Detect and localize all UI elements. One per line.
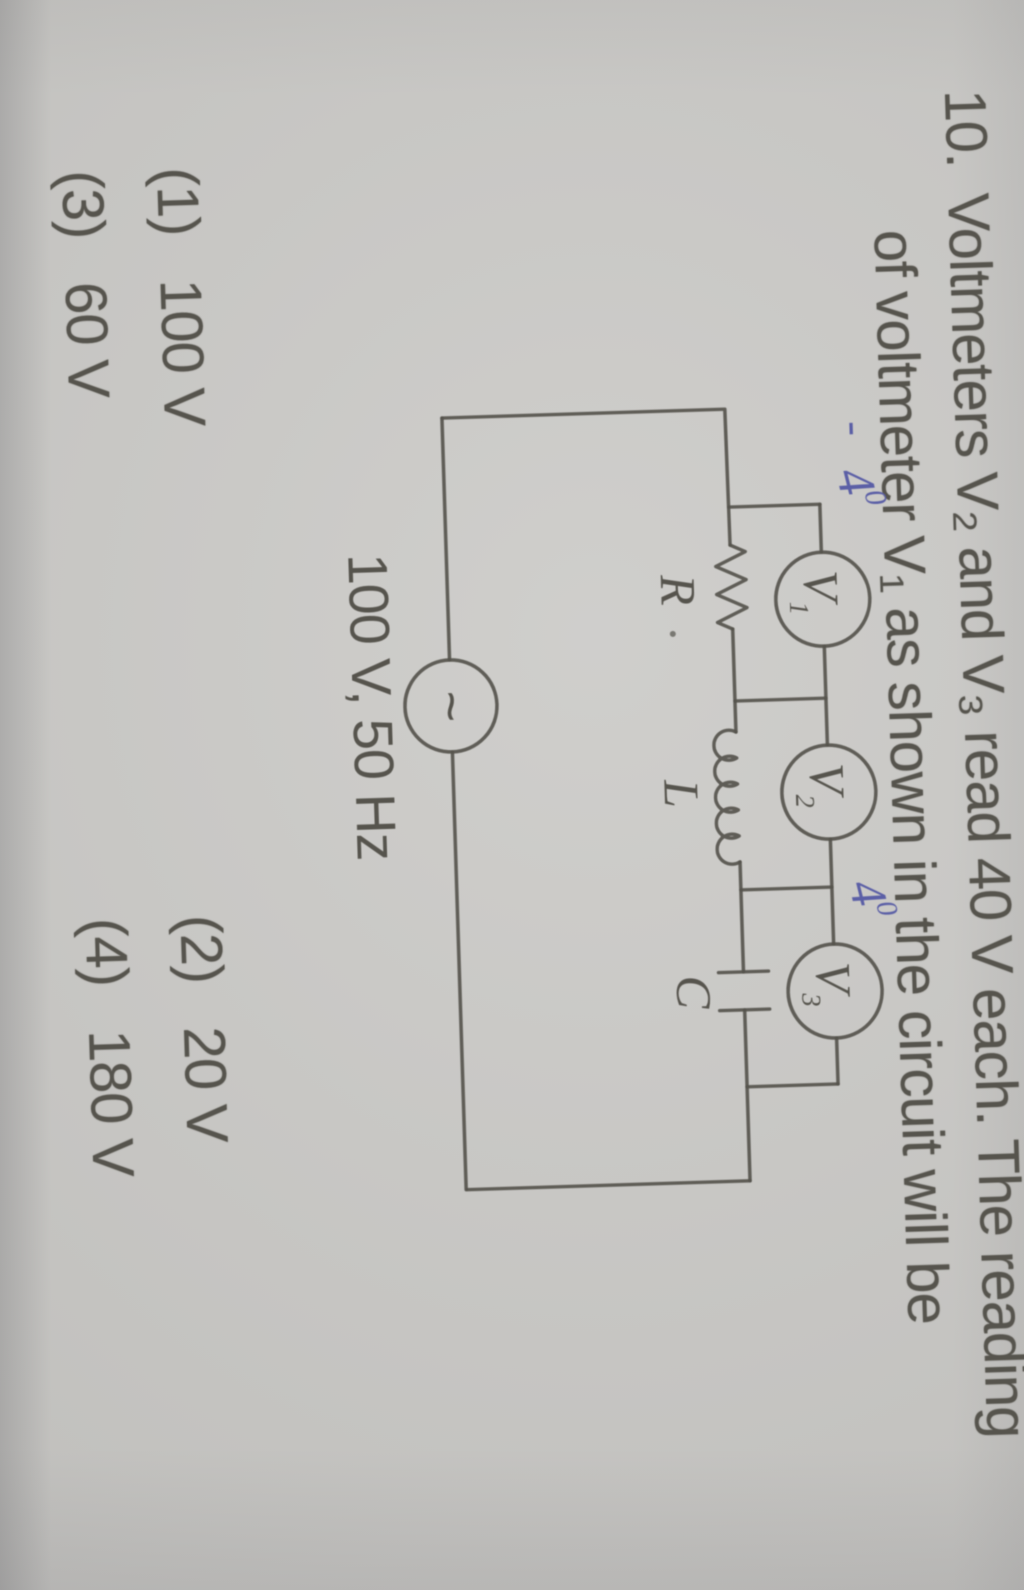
option-3-value: 60 V (52, 281, 122, 399)
voltmeter-v3 (786, 942, 884, 1040)
circuit-wire-right (465, 1179, 752, 1192)
resistor-label: R (650, 573, 707, 606)
capacitor-symbol (716, 969, 772, 1013)
voltmeter-v2-label: V2 (789, 762, 856, 808)
circuit-svg: ~ 100 V, 50 Hz V1 V2 V3 R L C - (336, 407, 904, 1192)
circuit-wire-c-to-corner (742, 1008, 752, 1183)
option-2: (2) 20 V (166, 914, 240, 1143)
voltmeter-v1-label: V1 (783, 569, 850, 615)
circuit-wire-l-to-c (738, 860, 746, 974)
voltmeter-rail (818, 502, 840, 1086)
inductor-label: L (653, 778, 710, 809)
option-3-label: (3) (48, 169, 117, 240)
option-4-label: (4) (72, 916, 140, 987)
inductor-symbol (712, 728, 742, 866)
circuit-wire-bottom (440, 416, 468, 1192)
voltmeter-stubs (727, 502, 840, 1089)
handwritten-dash: - (830, 420, 879, 436)
option-4-value: 180 V (75, 1028, 146, 1178)
option-2-value: 20 V (170, 1025, 240, 1144)
option-1-value: 100 V (147, 278, 218, 427)
ac-source-symbol (403, 658, 499, 754)
circuit-diagram: ~ 100 V, 50 Hz V1 V2 V3 R L C - (311, 365, 969, 1284)
resistor-symbol (714, 543, 749, 631)
option-2-label: (2) (167, 913, 235, 984)
voltmeter-v3-label: V3 (795, 961, 862, 1007)
print-speck (669, 630, 676, 637)
ac-source-tilde: ~ (421, 690, 482, 722)
capacitor-label: C (666, 975, 723, 1011)
option-1-label: (1) (143, 166, 212, 237)
source-value-label: 100 V, 50 Hz (336, 552, 409, 860)
option-4: (4) 180 V (71, 917, 146, 1177)
circuit-wire-left (440, 407, 732, 547)
voltmeter-v2 (780, 743, 878, 841)
handwritten-40-v3: 40 (838, 873, 904, 926)
question-number: 10. (931, 88, 1000, 169)
handwritten-40-v1: 40 (824, 461, 893, 515)
circuit-wire-r-to-l (731, 627, 738, 734)
option-3: (3) 60 V (48, 169, 122, 398)
option-1: (1) 100 V (143, 166, 218, 426)
voltmeter-v1 (774, 550, 872, 649)
